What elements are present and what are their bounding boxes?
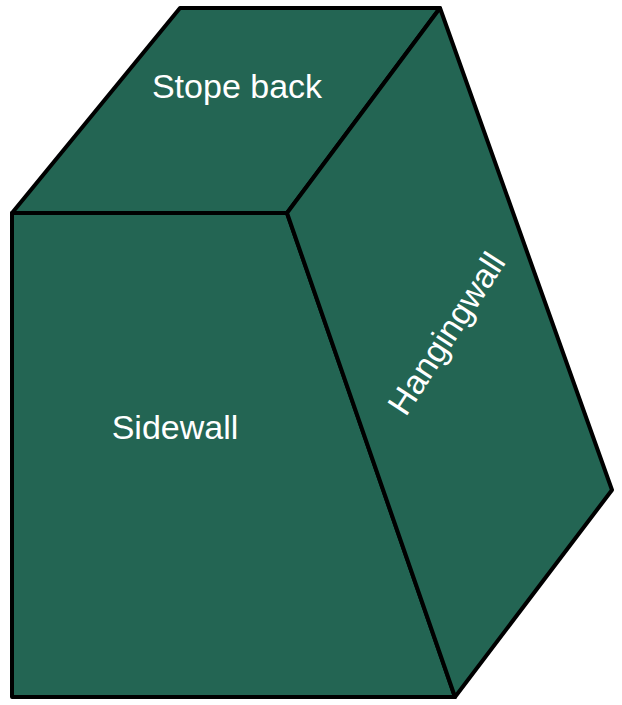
face-label: Stope back [152, 68, 322, 105]
face-polygon [287, 8, 612, 697]
hangingwall-face: Hangingwall [287, 8, 612, 697]
face-label: Sidewall [112, 409, 239, 446]
